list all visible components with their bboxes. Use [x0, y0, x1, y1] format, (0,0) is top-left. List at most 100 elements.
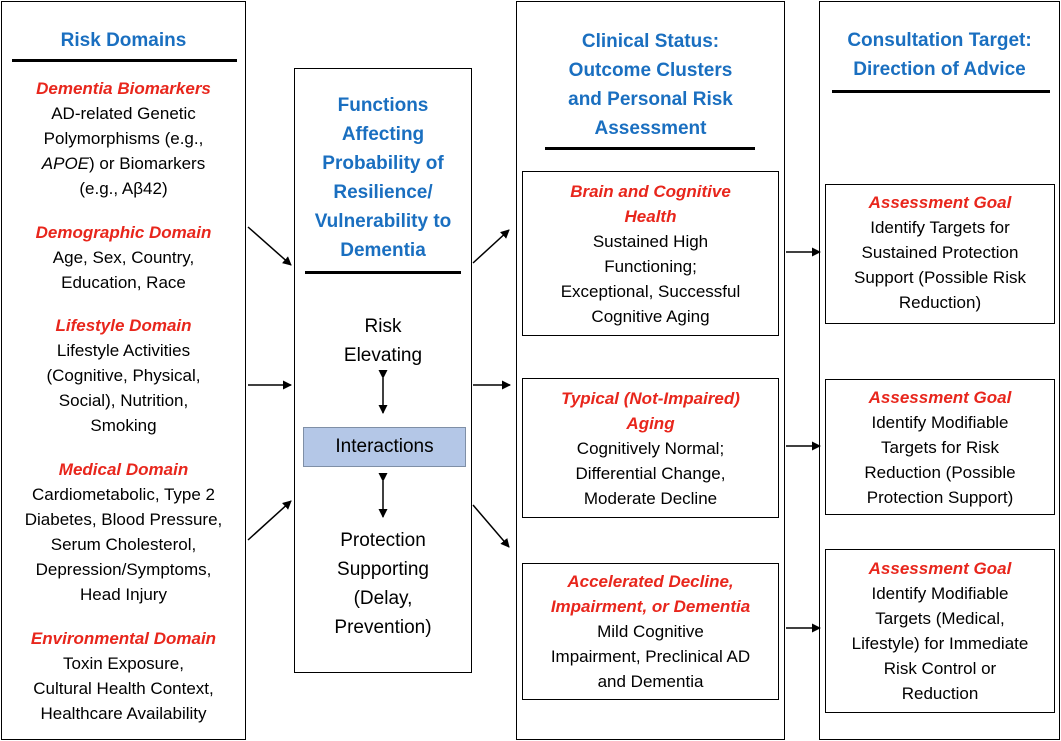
goal-line: Targets (Medical,: [875, 609, 1005, 628]
domain-demographic: Demographic Domain Age, Sex, Country, Ed…: [2, 220, 245, 295]
goal-immediate-risk-control: Assessment Goal Identify Modifiable Targ…: [825, 549, 1055, 713]
goal-line: Identify Modifiable: [871, 413, 1009, 432]
consultation-title: Consultation Target: Direction of Advice: [820, 26, 1059, 84]
arrow-functions-to-accelerated: [472, 504, 510, 548]
protection-line: Supporting: [337, 559, 429, 580]
functions-panel: Functions Affecting Probability of Resil…: [294, 68, 472, 673]
goal-line: Protection Support): [866, 488, 1014, 507]
cluster-name: Accelerated Decline,: [567, 572, 734, 591]
functions-rule: [305, 271, 461, 274]
protection-supporting-label: Protection Supporting (Delay, Prevention…: [295, 526, 471, 642]
domain-name: Lifestyle Domain: [55, 316, 192, 335]
domain-line: Education, Race: [61, 273, 186, 292]
cluster-name: Brain and Cognitive: [570, 182, 731, 201]
domain-line: Lifestyle Activities: [56, 341, 191, 360]
domain-name: Medical Domain: [58, 460, 189, 479]
domain-line: (Cognitive, Physical,: [46, 366, 201, 385]
cluster-name: Aging: [626, 414, 675, 433]
goal-line: Risk Control or: [883, 659, 997, 678]
protection-line: (Delay,: [353, 588, 413, 609]
goal-line: Lifestyle) for Immediate: [851, 634, 1029, 653]
domain-dementia-biomarkers: Dementia Biomarkers AD-related Genetic P…: [2, 76, 245, 201]
domain-line: APOE) or Biomarkers: [2, 151, 245, 176]
domain-line: Age, Sex, Country,: [52, 248, 195, 267]
clinical-title-line: Outcome Clusters: [568, 60, 733, 81]
consultation-title-line: Direction of Advice: [853, 59, 1026, 80]
domain-line: Depression/Symptoms,: [35, 560, 212, 579]
goal-line: Support (Possible Risk: [854, 268, 1026, 287]
cluster-line: Cognitive Aging: [591, 307, 710, 326]
domain-line: Smoking: [90, 416, 157, 435]
goal-line: Sustained Protection: [861, 243, 1019, 262]
domain-lifestyle: Lifestyle Domain Lifestyle Activities (C…: [2, 313, 245, 438]
goal-name: Assessment Goal: [868, 559, 1012, 578]
risk-elevating-line: Elevating: [343, 345, 423, 366]
goal-line: Identify Modifiable: [871, 584, 1009, 603]
functions-title-line: Functions: [337, 95, 429, 116]
goal-line: Reduction (Possible: [864, 463, 1016, 482]
goal-line: Reduction: [901, 684, 979, 703]
cluster-name: Impairment, or Dementia: [550, 597, 751, 616]
cluster-brain-health: Brain and Cognitive Health Sustained Hig…: [522, 171, 779, 336]
domain-line: Serum Cholesterol,: [50, 535, 197, 554]
functions-title-line: Affecting: [341, 124, 425, 145]
cluster-line: Exceptional, Successful: [560, 282, 741, 301]
cluster-line: Sustained High: [592, 232, 709, 251]
consultation-panel: Consultation Target: Direction of Advice…: [819, 1, 1060, 740]
clinical-title-line: Clinical Status:: [581, 31, 720, 52]
domain-line: (e.g., Aβ42): [79, 179, 168, 198]
clinical-status-panel: Clinical Status: Outcome Clusters and Pe…: [516, 1, 785, 740]
risk-domains-panel: Risk Domains Dementia Biomarkers AD-rela…: [1, 1, 246, 740]
functions-title-line: Vulnerability to: [314, 211, 452, 232]
goal-name: Assessment Goal: [868, 193, 1012, 212]
clinical-status-rule: [545, 147, 755, 150]
risk-elevating-line: Risk: [364, 316, 402, 337]
functions-title: Functions Affecting Probability of Resil…: [295, 91, 471, 265]
domain-name: Demographic Domain: [35, 223, 212, 242]
apoe-gene: APOE) or Biomarkers: [41, 154, 206, 173]
goal-line: Identify Targets for: [870, 218, 1010, 237]
domain-name: Dementia Biomarkers: [36, 79, 211, 98]
cluster-line: Impairment, Preclinical AD: [550, 647, 751, 666]
arrow-functions-to-brain-health: [472, 229, 510, 264]
functions-title-line: Probability of: [322, 153, 444, 174]
domain-line: Cultural Health Context,: [33, 679, 214, 698]
cluster-line: Functioning;: [604, 257, 697, 276]
risk-domains-rule: [12, 59, 237, 62]
protection-line: Prevention): [334, 617, 432, 638]
functions-title-line: Resilience/: [333, 182, 433, 203]
domain-line: Polymorphisms (e.g.,: [43, 129, 204, 148]
clinical-status-title: Clinical Status: Outcome Clusters and Pe…: [517, 27, 784, 143]
domain-line: Head Injury: [80, 585, 167, 604]
cluster-line: Mild Cognitive: [597, 622, 704, 641]
goal-line: Targets for Risk: [880, 438, 1000, 457]
domain-line: Cardiometabolic, Type 2: [31, 485, 215, 504]
cluster-line: and Dementia: [597, 672, 704, 691]
goal-risk-reduction: Assessment Goal Identify Modifiable Targ…: [825, 379, 1055, 515]
cluster-name: Typical (Not-Impaired): [561, 389, 740, 408]
domain-name: Environmental Domain: [30, 629, 217, 648]
domain-environmental: Environmental Domain Toxin Exposure, Cul…: [2, 626, 245, 726]
arrow-domains-to-functions-bottom: [247, 500, 292, 541]
domain-line: Toxin Exposure,: [63, 654, 184, 673]
clinical-title-line: and Personal Risk: [568, 89, 733, 110]
consultation-rule: [832, 90, 1050, 93]
goal-name: Assessment Goal: [868, 388, 1012, 407]
domain-line: Diabetes, Blood Pressure,: [24, 510, 223, 529]
domain-line: Healthcare Availability: [40, 704, 207, 723]
functions-title-line: Dementia: [340, 240, 426, 261]
arrow-domains-to-functions-top: [247, 226, 292, 266]
cluster-accelerated-decline: Accelerated Decline, Impairment, or Deme…: [522, 563, 779, 700]
risk-elevating-label: Risk Elevating: [295, 312, 471, 370]
risk-domains-title: Risk Domains: [60, 30, 187, 51]
clinical-title-line: Assessment: [594, 118, 707, 139]
cluster-name: Health: [624, 207, 677, 226]
cluster-line: Cognitively Normal;: [576, 439, 725, 458]
cluster-typical-aging: Typical (Not-Impaired) Aging Cognitively…: [522, 378, 779, 518]
consultation-title-line: Consultation Target:: [847, 30, 1032, 51]
goal-line: Reduction): [898, 293, 982, 312]
domain-line: Social), Nutrition,: [58, 391, 189, 410]
interactions-box: Interactions: [303, 427, 466, 467]
goal-sustained-protection: Assessment Goal Identify Targets for Sus…: [825, 184, 1055, 324]
protection-line: Protection: [340, 530, 426, 551]
